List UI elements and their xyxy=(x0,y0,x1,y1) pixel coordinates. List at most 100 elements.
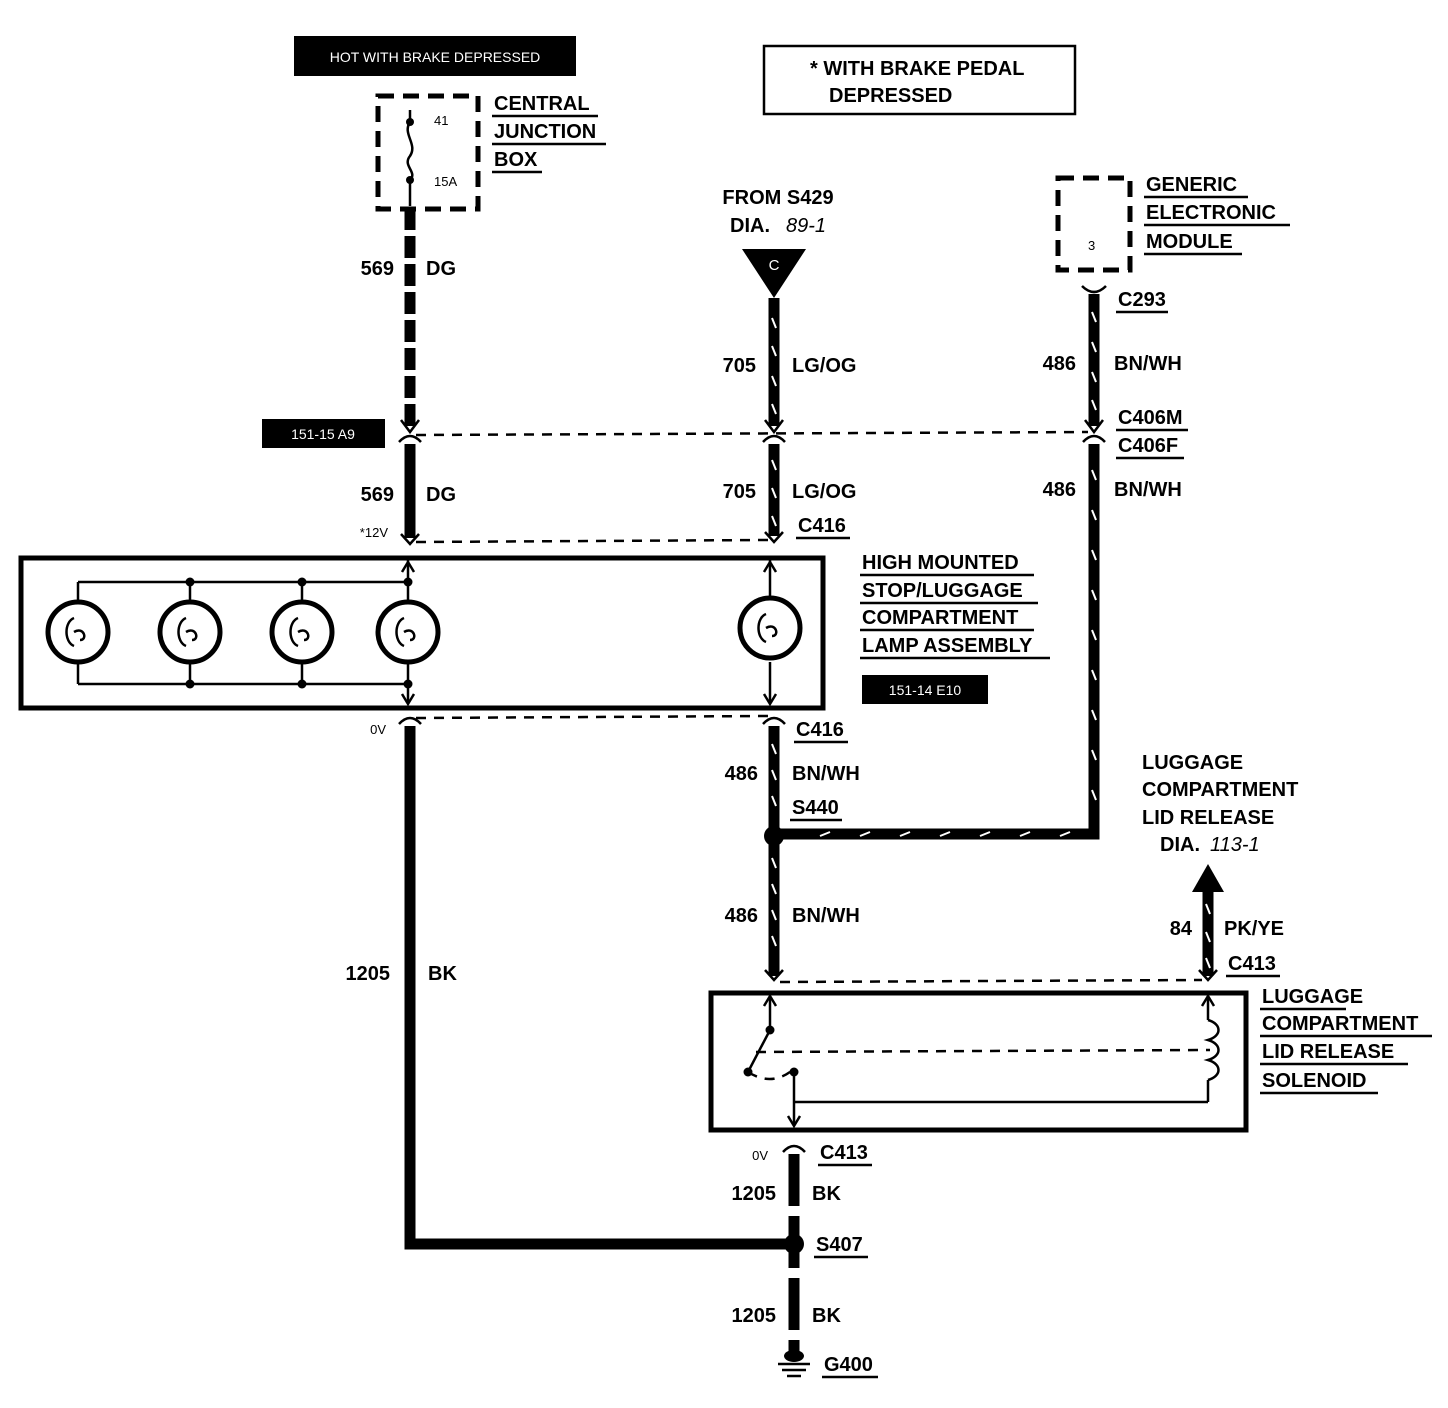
splice-s440 xyxy=(764,826,784,846)
from-s429-label: FROM S429 xyxy=(722,187,833,209)
wire-1205-ground-color: BK xyxy=(812,1305,841,1327)
gem-label-1: GENERIC xyxy=(1146,174,1237,196)
bulb-icon-4 xyxy=(375,599,441,665)
wire-705-top-number: 705 xyxy=(723,355,756,377)
wire-1205-left-number: 1205 xyxy=(346,963,391,985)
voltage-12v: *12V xyxy=(360,525,389,540)
from-s429-dia-ref: 89-1 xyxy=(786,215,826,237)
wire-486-c416-color: BN/WH xyxy=(792,763,860,785)
connector-c406f: C406F xyxy=(1118,435,1178,457)
tag-151-15-a9-text: 151-15 A9 xyxy=(291,426,355,442)
wire-1205-c413-number: 1205 xyxy=(732,1183,777,1205)
wire-84-number: 84 xyxy=(1170,918,1193,940)
wire-1205-c413-color: BK xyxy=(812,1183,841,1205)
gem-label-2: ELECTRONIC xyxy=(1146,202,1276,224)
wire-486-low-number: 486 xyxy=(725,905,758,927)
wire-705-bot-color: LG/OG xyxy=(792,481,856,503)
wire-569-top-color: DG xyxy=(426,258,456,280)
wire-84 xyxy=(1192,864,1224,982)
wire-486-top-color: BN/WH xyxy=(1114,353,1182,375)
lid-release-dia-ref: 113-1 xyxy=(1210,834,1260,856)
wire-569 xyxy=(398,208,422,546)
ground-g400-label: G400 xyxy=(824,1354,873,1376)
connector-c416-top: C416 xyxy=(798,515,846,537)
solenoid-label-4: SOLENOID xyxy=(1262,1070,1366,1092)
hot-with-brake-tag-text: HOT WITH BRAKE DEPRESSED xyxy=(330,49,541,65)
wire-486-right xyxy=(778,285,1107,840)
wire-1205-ground-number: 1205 xyxy=(732,1305,777,1327)
wire-1205-left-color: BK xyxy=(428,963,457,985)
wire-569-bot-color: DG xyxy=(426,484,456,506)
wire-486-mid-number: 486 xyxy=(1043,479,1076,501)
lid-release-dia: DIA. xyxy=(1160,834,1200,856)
connector-c293: C293 xyxy=(1118,289,1166,311)
splice-s407-label: S407 xyxy=(816,1234,863,1256)
splice-s440-label: S440 xyxy=(792,797,839,819)
lamp-assembly-label-1: HIGH MOUNTED xyxy=(862,552,1019,574)
connector-c413-top: C413 xyxy=(1228,953,1276,975)
fuse-rating: 15A xyxy=(434,174,457,189)
connector-c406m: C406M xyxy=(1118,407,1182,429)
lamp-assembly-label-2: STOP/LUGGAGE xyxy=(862,580,1023,602)
lid-release-solenoid xyxy=(708,990,1249,1133)
wire-486-top-number: 486 xyxy=(1043,353,1076,375)
lid-release-label-1: LUGGAGE xyxy=(1142,752,1243,774)
bulb-icon-1 xyxy=(45,599,111,665)
wire-486-mid-color: BN/WH xyxy=(1114,479,1182,501)
splice-s407 xyxy=(784,1234,804,1254)
fuse-icon xyxy=(406,110,414,206)
brake-pedal-note: * WITH BRAKE PEDAL DEPRESSED xyxy=(762,44,1077,116)
wire-84-color: PK/YE xyxy=(1224,918,1284,940)
from-s429: FROM S429 DIA. 89-1 C xyxy=(722,187,834,298)
wire-569-bot-number: 569 xyxy=(361,484,394,506)
connector-c416-top-line xyxy=(415,538,769,544)
wire-569-top-number: 569 xyxy=(361,258,394,280)
lamp-assembly-label-3: COMPARTMENT xyxy=(862,607,1018,629)
note-line-1: * WITH BRAKE PEDAL xyxy=(810,58,1024,80)
wire-705-bot-number: 705 xyxy=(723,481,756,503)
fuse-number: 41 xyxy=(434,113,448,128)
generic-electronic-module: 3 GENERIC ELECTRONIC MODULE xyxy=(1055,174,1290,273)
voltage-0v-right: 0V xyxy=(752,1148,768,1163)
ground-icon xyxy=(778,1350,810,1378)
gem-label-3: MODULE xyxy=(1146,231,1233,253)
gem-pin: 3 xyxy=(1088,238,1095,253)
wire-1205-left xyxy=(398,716,790,1250)
voltage-0v-left: 0V xyxy=(370,722,386,737)
solenoid-label-2: COMPARTMENT xyxy=(1262,1013,1418,1035)
bulb-icon-3 xyxy=(269,599,335,665)
lamp-assembly-label-4: LAMP ASSEMBLY xyxy=(862,635,1033,657)
lid-release-label-2: COMPARTMENT xyxy=(1142,779,1298,801)
connector-c413-top-line xyxy=(779,978,1203,984)
tag-151-14-e10: 151-14 E10 xyxy=(862,675,988,704)
tag-151-14-e10-text: 151-14 E10 xyxy=(889,682,962,698)
wire-486-center xyxy=(762,716,786,982)
lamp-assembly xyxy=(18,555,826,711)
coil-icon xyxy=(1203,1018,1220,1082)
note-line-2: DEPRESSED xyxy=(829,85,952,107)
wire-486-low-color: BN/WH xyxy=(792,905,860,927)
wire-705-top-color: LG/OG xyxy=(792,355,856,377)
bulb-icon-5 xyxy=(737,595,803,661)
bulb-icon-2 xyxy=(157,599,223,665)
wire-1205-ground xyxy=(778,1144,810,1378)
hot-with-brake-tag: HOT WITH BRAKE DEPRESSED xyxy=(294,36,576,76)
arrow-up-icon xyxy=(1192,864,1224,892)
wire-705 xyxy=(762,298,786,544)
connector-c-triangle xyxy=(742,249,806,298)
solenoid-label-1: LUGGAGE xyxy=(1262,986,1363,1008)
connector-c416-bot-line xyxy=(415,714,769,720)
central-junction-box: 41 15A CENTRAL JUNCTION BOX xyxy=(375,93,606,212)
connector-c-letter: C xyxy=(769,257,780,274)
connector-c413-bot: C413 xyxy=(820,1142,868,1164)
cjb-label-3: BOX xyxy=(494,149,538,171)
from-s429-dia: DIA. xyxy=(730,215,770,237)
lid-release-label-3: LID RELEASE xyxy=(1142,807,1274,829)
cjb-label-1: CENTRAL xyxy=(494,93,590,115)
cjb-label-2: JUNCTION xyxy=(494,121,596,143)
connector-c416-bot: C416 xyxy=(796,719,844,741)
connector-c406-line xyxy=(415,430,1089,437)
lid-release-reference: LUGGAGE COMPARTMENT LID RELEASE DIA. 113… xyxy=(1142,752,1298,856)
solenoid-label-3: LID RELEASE xyxy=(1262,1041,1394,1063)
